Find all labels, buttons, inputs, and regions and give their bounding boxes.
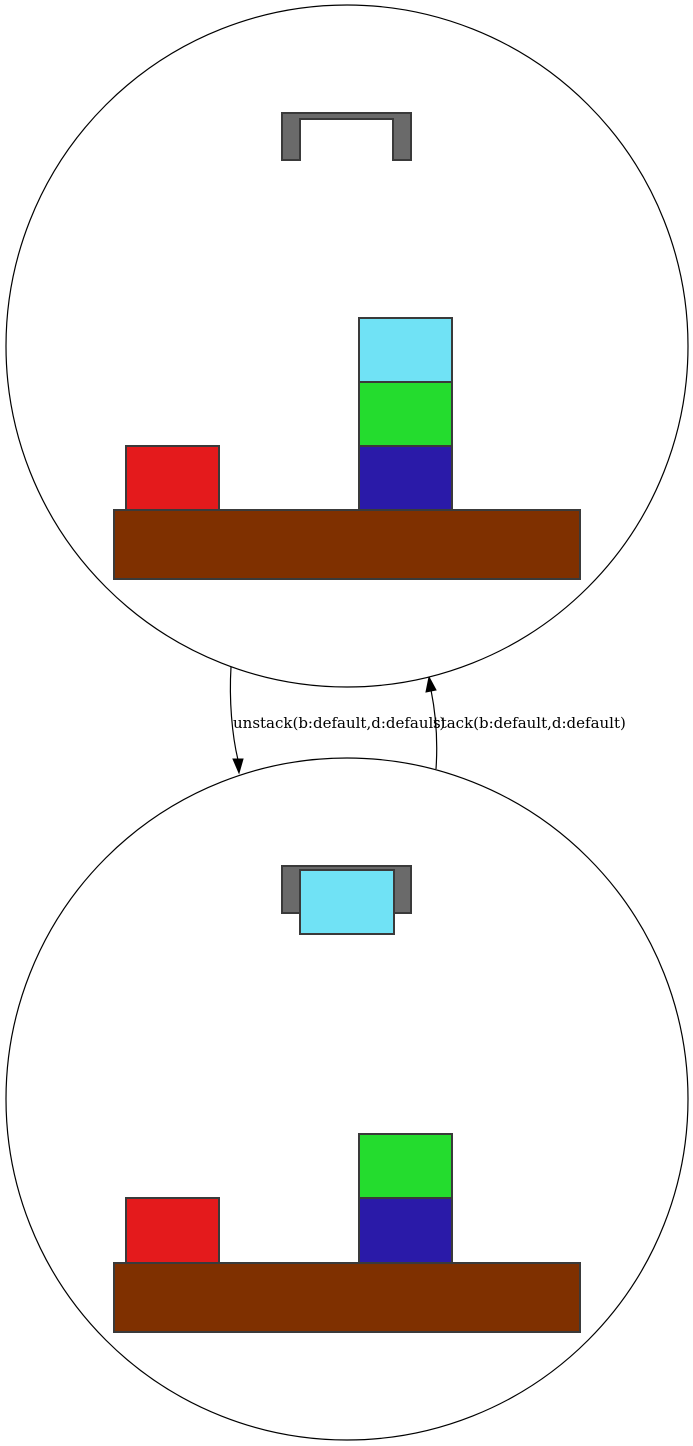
state-node-2-circle — [5, 757, 689, 1441]
edge-unstack: unstack(b:default,d:default) — [229, 666, 445, 775]
table — [113, 1262, 581, 1333]
edge-unstack-arrowhead — [232, 758, 244, 775]
block-red — [125, 445, 220, 511]
block-green — [358, 1133, 453, 1199]
state-node-1-circle — [5, 4, 689, 688]
edge-stack-line — [430, 689, 438, 770]
edge-unstack-label: unstack(b:default,d:default) — [233, 714, 445, 732]
table — [113, 509, 581, 580]
block-blue — [358, 1197, 453, 1264]
block-blue — [358, 445, 453, 511]
state-node-1 — [5, 4, 689, 688]
edge-stack: stack(b:default,d:default) — [425, 675, 626, 770]
gripper-icon — [281, 112, 412, 161]
block-red — [125, 1197, 220, 1264]
edge-stack-arrowhead — [425, 675, 437, 693]
block-cyan — [358, 317, 453, 383]
block-green — [358, 381, 453, 447]
edge-stack-label: stack(b:default,d:default) — [433, 714, 626, 732]
edge-unstack-line — [229, 666, 239, 761]
state-node-2 — [5, 757, 689, 1441]
block-cyan-held — [299, 869, 395, 935]
